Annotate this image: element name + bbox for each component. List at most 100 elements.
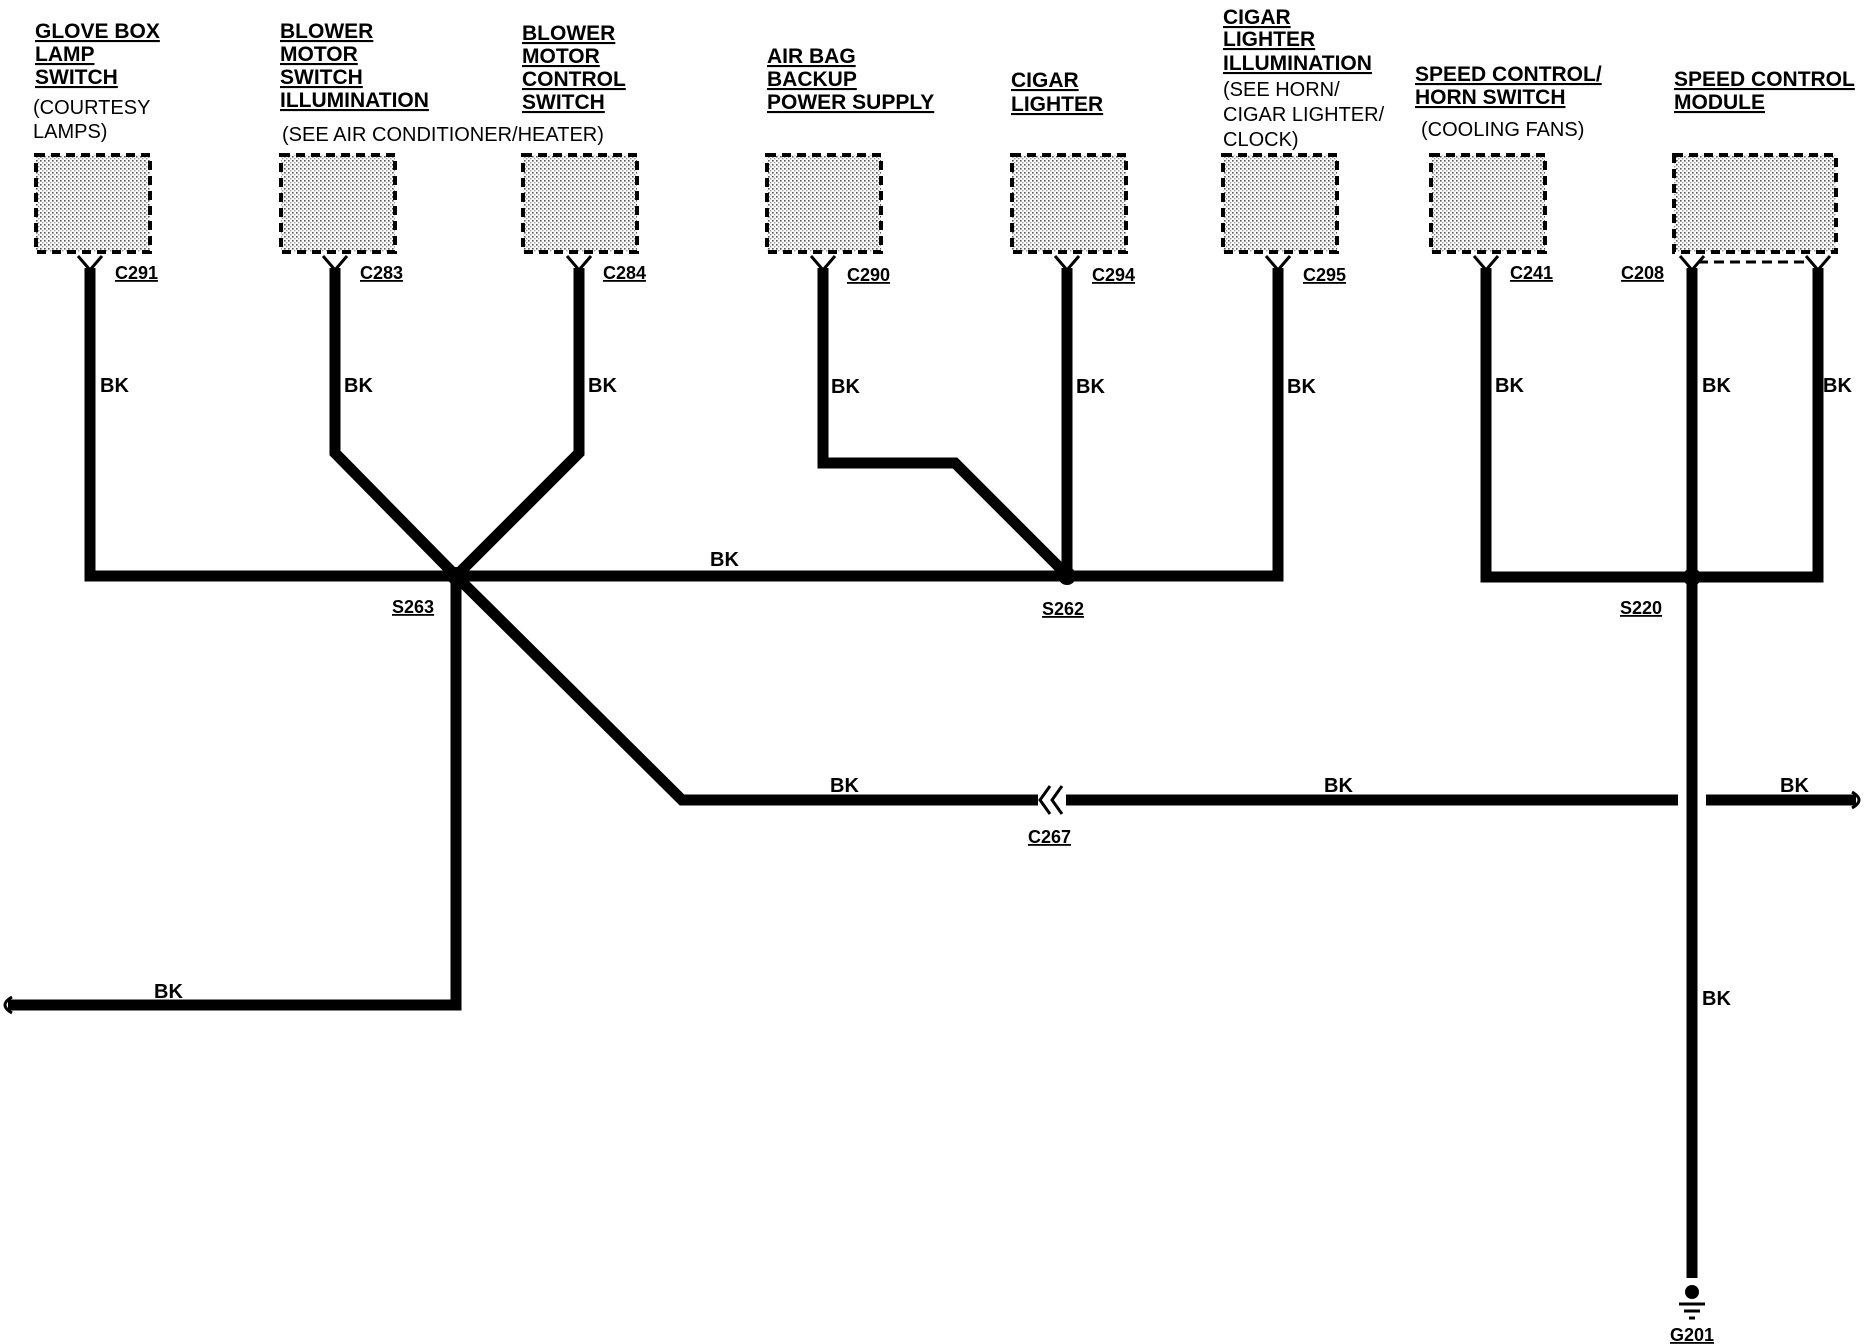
wire-color-label: BK — [1702, 375, 1731, 397]
component-title: LAMP — [35, 43, 95, 66]
splices: S263 S262 S220 — [392, 567, 1701, 619]
component-title: ILLUMINATION — [1223, 52, 1372, 75]
component-title: MOTOR — [522, 45, 600, 68]
connector-pin-icon — [809, 255, 837, 273]
component-title: SWITCH — [35, 66, 118, 89]
wire-color-label: BK — [1702, 988, 1731, 1010]
component-title: MOTOR — [280, 43, 358, 66]
connector-label: C267 — [1028, 827, 1071, 847]
component-speed-control-horn-switch: SPEED CONTROL/ HORN SWITCH (COOLING FANS… — [1415, 63, 1602, 397]
component-title: SPEED CONTROL — [1674, 68, 1855, 91]
wire-c284 — [452, 268, 585, 580]
component-speed-control-module: SPEED CONTROL MODULE C208 BK BK — [1621, 68, 1855, 397]
inline-connector-c267: C267 — [1028, 785, 1071, 847]
component-box — [34, 153, 152, 254]
component-box — [1010, 153, 1128, 254]
component-title: CONTROL — [522, 68, 626, 91]
wire-color-label: BK — [1823, 375, 1852, 397]
component-note: CLOCK) — [1223, 129, 1299, 151]
splice-label: S262 — [1042, 599, 1084, 619]
splice-dot-icon — [447, 567, 465, 585]
wire-color-label: BK — [100, 375, 129, 397]
wire-color-label: BK — [1076, 376, 1105, 398]
wire-s263-c267 — [452, 572, 1046, 806]
wire-color-label: BK — [1287, 376, 1316, 398]
connector-label: C283 — [360, 263, 403, 283]
component-blower-motor-switch-illumination: BLOWER MOTOR SWITCH ILLUMINATION (SEE AI… — [279, 20, 604, 397]
component-box — [1672, 153, 1838, 254]
component-box — [765, 153, 883, 254]
wire-c290 — [817, 268, 1072, 580]
wire-color-label: BK — [1324, 775, 1353, 797]
component-title: AIR BAG — [767, 45, 856, 68]
wire-color-label: BK — [1780, 775, 1809, 797]
connector-label: C295 — [1303, 265, 1346, 285]
connector-chevron-icon — [1050, 785, 1064, 815]
wire-c291 — [84, 268, 456, 582]
connector-label: C290 — [847, 265, 890, 285]
component-box — [521, 153, 639, 254]
splice-label: S220 — [1620, 598, 1662, 618]
component-air-bag-backup-power-supply: AIR BAG BACKUP POWER SUPPLY C290 BK — [765, 45, 934, 398]
component-title: CIGAR — [1223, 6, 1291, 29]
wire-left-exit — [8, 576, 462, 1011]
wire-color-label: BK — [1495, 375, 1524, 397]
connector-label: C294 — [1092, 265, 1135, 285]
connector-pin-icon — [1804, 255, 1832, 273]
connector-label: C208 — [1621, 263, 1664, 283]
wire-c283 — [329, 268, 460, 580]
continuation-arrow-icon — [3, 995, 13, 1015]
ground-g201: G201 — [1670, 1285, 1714, 1344]
wires — [8, 268, 1856, 1278]
connector-label: C291 — [115, 263, 158, 283]
connector-label: C284 — [603, 263, 646, 283]
component-title: BLOWER — [280, 20, 373, 43]
splice-dot-icon — [1058, 567, 1076, 585]
component-title: ILLUMINATION — [280, 89, 429, 112]
connector-pin-icon — [565, 255, 593, 273]
component-cigar-lighter-illumination: CIGAR LIGHTER ILLUMINATION (SEE HORN/ CI… — [1221, 6, 1385, 398]
component-title: POWER SUPPLY — [767, 91, 934, 114]
wire-color-label: BK — [344, 375, 373, 397]
component-box — [1429, 153, 1547, 254]
wire-c295 — [1067, 268, 1284, 582]
wire-color-label: BK — [588, 375, 617, 397]
wire-color-label: BK — [710, 549, 739, 571]
component-title: LIGHTER — [1011, 93, 1103, 116]
wire-color-label: BK — [154, 981, 183, 1003]
connector-pin-icon — [1264, 255, 1292, 273]
connector-pins — [76, 255, 1832, 273]
component-title: BACKUP — [767, 68, 857, 91]
component-blower-motor-control-switch: BLOWER MOTOR CONTROL SWITCH C284 BK — [521, 22, 646, 397]
component-title: BLOWER — [522, 22, 615, 45]
component-note: (COURTESY — [33, 97, 150, 119]
wire-c208-pin2 — [1692, 268, 1824, 583]
ground-label: G201 — [1670, 1325, 1714, 1344]
component-note: CIGAR LIGHTER/ — [1223, 104, 1385, 126]
component-title: HORN SWITCH — [1415, 86, 1566, 109]
connector-pin-icon — [1053, 255, 1081, 273]
wire-color-labels: BK BK BK BK BK BK — [154, 549, 1809, 1010]
connector-pin-icon — [76, 255, 104, 273]
component-title: MODULE — [1674, 91, 1765, 114]
splice-label: S263 — [392, 597, 434, 617]
wire-c241 — [1480, 268, 1692, 583]
splice-dot-icon — [1683, 568, 1701, 586]
component-title: CIGAR — [1011, 69, 1079, 92]
connector-pin-icon — [321, 255, 349, 273]
connector-chevron-icon — [1038, 785, 1052, 815]
component-cigar-lighter: CIGAR LIGHTER C294 BK — [1010, 69, 1135, 398]
component-glove-box-lamp-switch: GLOVE BOX LAMP SWITCH (COURTESY LAMPS) C… — [33, 20, 160, 397]
component-box — [1221, 153, 1339, 254]
ground-terminal-icon — [1685, 1285, 1699, 1299]
component-note: (SEE HORN/ — [1223, 79, 1340, 101]
component-title: GLOVE BOX — [35, 20, 160, 43]
component-title: LIGHTER — [1223, 28, 1315, 51]
component-title: SWITCH — [280, 66, 363, 89]
wire-color-label: BK — [831, 376, 860, 398]
component-title: SPEED CONTROL/ — [1415, 63, 1602, 86]
component-note: (SEE AIR CONDITIONER/HEATER) — [282, 124, 604, 146]
component-note: (COOLING FANS) — [1421, 119, 1584, 141]
connector-pin-icon — [1472, 255, 1500, 273]
component-box — [279, 153, 397, 254]
